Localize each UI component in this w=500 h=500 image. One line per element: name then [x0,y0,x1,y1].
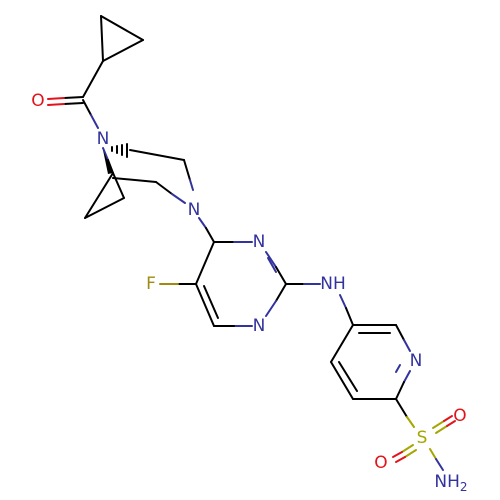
amine-nh-text: NH [434,472,460,492]
atom-nitrogen-amine: NH2 [434,472,467,494]
bond-sulfur-nh2 [429,448,444,471]
atom-nitrogen-pyrimidine-bottom: N [253,316,266,336]
bond-nh-pyridine [339,294,354,326]
pyrimidine-ring [195,241,287,327]
bicyclic-core [84,143,194,219]
bond-ring-n-pyrimidine [198,217,215,243]
atom-nitrogen-bridge: N [97,129,110,149]
bold-wedge-bond [103,150,113,174]
bond-sulfonyl-o-bottom [392,444,417,463]
bond-sulfonyl-o-top [432,415,456,434]
atom-nitrogen-nh: NH [320,274,346,294]
hashed-wedge-bond [111,143,128,158]
atom-oxygen-sulfonyl-bottom: O [374,453,387,473]
atom-oxygen-carbonyl: O [31,91,44,111]
bond-carbonyl-n-bridge [82,99,99,129]
atom-nitrogen-pyrimidine-top: N [253,232,266,252]
atom-nitrogen-ring: N [188,200,201,220]
atom-oxygen-sulfonyl-top: O [453,406,466,426]
bond-pyridine-sulfur [395,398,415,428]
cyclopropyl-ring [100,15,144,62]
atom-sulfur: S [417,428,428,448]
amine-subscript: 2 [460,480,468,494]
bond-cyclopropyl-carbonyl [82,60,104,98]
pyridine-ring [330,324,411,400]
atom-fluorine: F [146,274,156,294]
atom-nitrogen-pyridine: N [410,351,423,371]
bond-carbonyl-double [47,96,84,106]
